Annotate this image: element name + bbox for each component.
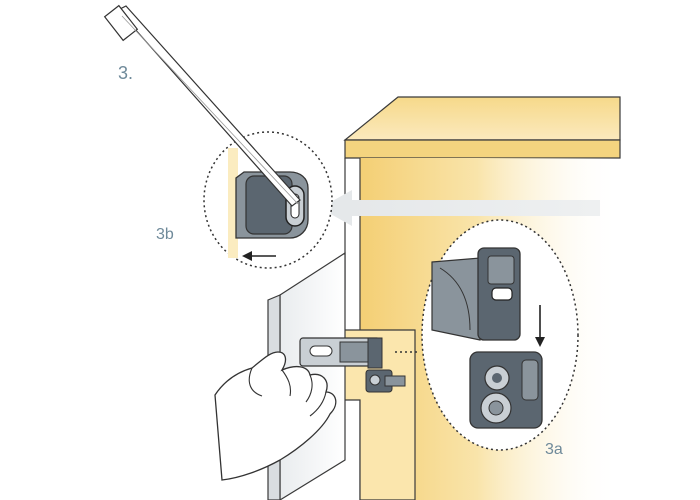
arrow-down-icon — [535, 305, 545, 347]
detail-3b-label: 3b — [156, 226, 174, 243]
pointer-arrow-icon — [320, 190, 600, 226]
step-number-label: 3. — [118, 63, 134, 83]
screwdriver-icon — [103, 4, 301, 207]
hand-icon — [214, 351, 337, 481]
detail-3a — [421, 219, 579, 451]
cabinet-front-top-edge — [344, 139, 621, 159]
rail-mechanism — [299, 337, 420, 393]
cabinet-top — [343, 96, 621, 141]
detail-3a-label: 3a — [545, 441, 563, 458]
arrow-left-icon — [242, 251, 276, 261]
detail-3b — [203, 131, 333, 269]
